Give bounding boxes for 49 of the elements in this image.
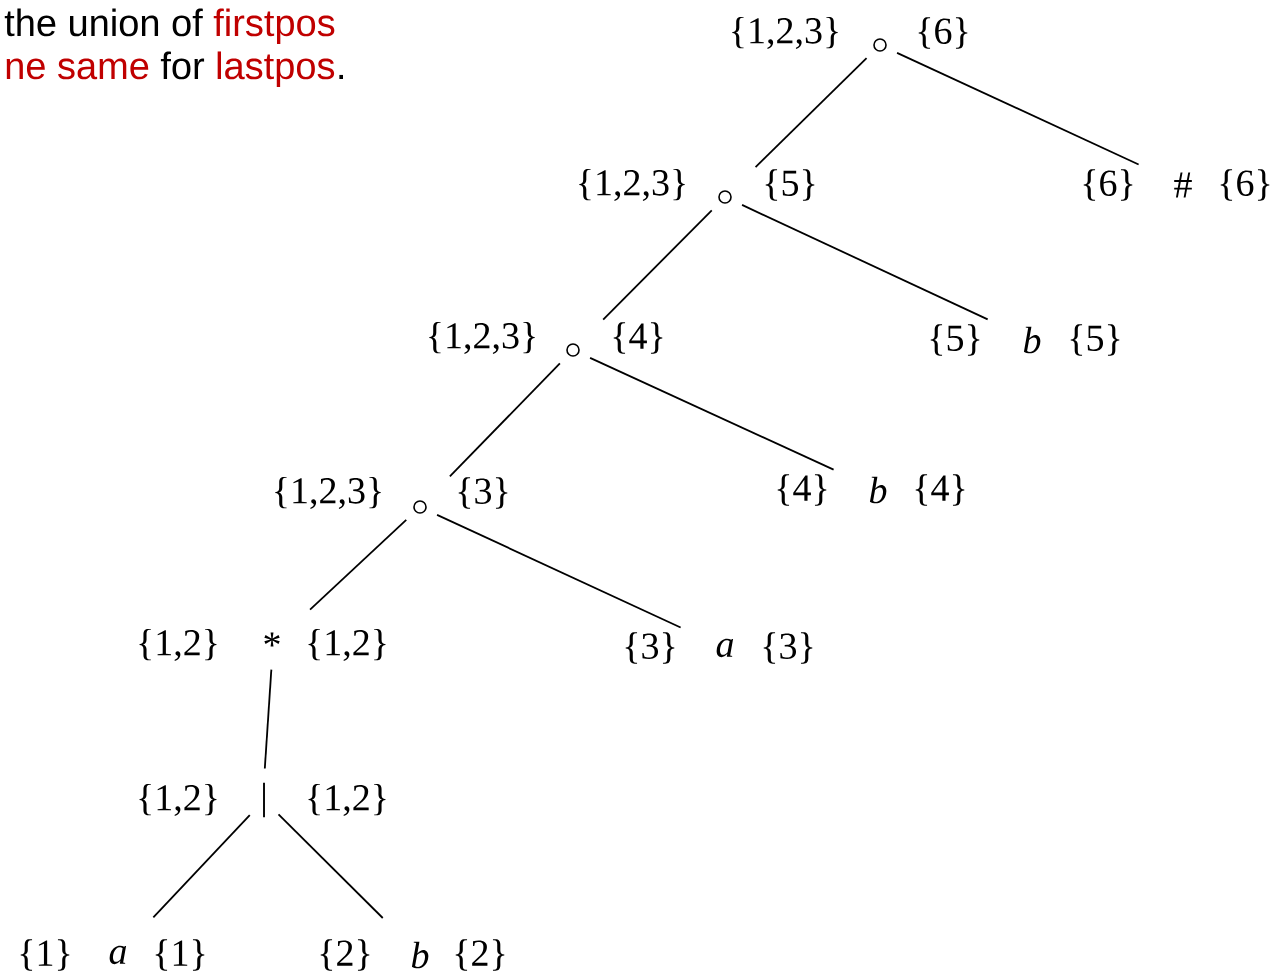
position-set: {4} <box>915 474 965 506</box>
position-set: {6} <box>1083 169 1133 201</box>
slide-text: firstpos <box>213 8 335 44</box>
position-set: {3} <box>625 632 675 664</box>
leaf-symbol: a <box>109 945 127 965</box>
position-set: {2} <box>320 939 370 971</box>
tree-edge <box>589 356 835 471</box>
position-set: {4} <box>613 322 663 354</box>
slide-text: ne same <box>6 58 149 80</box>
position-set: {1,2,3} <box>732 16 838 50</box>
tree-edge <box>449 362 561 478</box>
slide-text: the union of <box>4 8 203 37</box>
tree-edge <box>309 518 408 611</box>
slide-text: . <box>339 74 343 79</box>
tree-edge <box>896 52 1140 166</box>
position-set: {4} <box>777 474 827 506</box>
position-set: {1,2,3} <box>429 321 535 355</box>
position-set: {3} <box>458 477 508 509</box>
leaf-symbol: b <box>1023 326 1041 354</box>
position-set: {1,2} <box>308 783 386 817</box>
slide-text: lastpos <box>217 51 335 87</box>
position-set: {6} <box>918 17 968 49</box>
tree-edge <box>741 204 989 321</box>
tree-edge <box>263 668 273 770</box>
position-set: {5} <box>765 169 815 201</box>
position-set: {3} <box>763 632 813 664</box>
position-set: {5} <box>1070 324 1120 356</box>
position-set: {1} <box>155 939 205 971</box>
tree-edge <box>152 814 251 919</box>
position-set: {1,2,3} <box>579 168 685 202</box>
tree-edge <box>602 209 713 321</box>
tree-edge <box>436 514 682 629</box>
position-set: {6} <box>1220 169 1270 201</box>
position-set: {1,2} <box>139 628 217 662</box>
position-set: {1,2} <box>139 783 217 817</box>
operator-symbol: | <box>263 782 265 818</box>
position-set: {1,2,3} <box>275 476 381 510</box>
slide-text: for <box>160 51 205 80</box>
position-set: {1,2} <box>308 628 386 662</box>
tree-edge <box>277 813 384 919</box>
operator-symbol: * <box>264 632 280 647</box>
position-set: {1} <box>20 939 70 971</box>
position-set: {2} <box>455 939 505 971</box>
position-set: {5} <box>930 324 980 356</box>
operator-symbol: # <box>1174 172 1192 198</box>
leaf-symbol: a <box>716 638 734 658</box>
leaf-symbol: b <box>869 476 887 504</box>
tree-edge <box>754 57 868 168</box>
leaf-symbol: b <box>411 941 429 969</box>
